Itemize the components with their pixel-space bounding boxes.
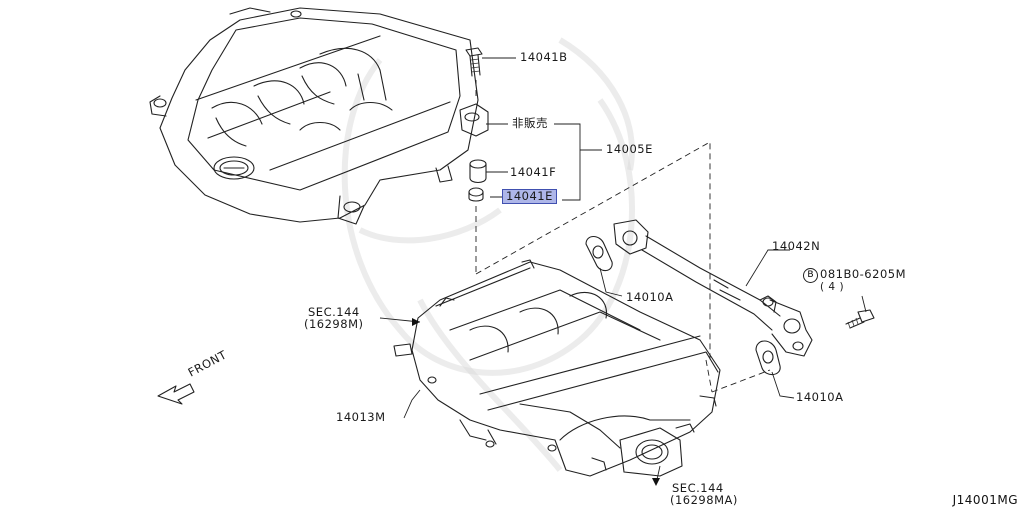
diagram-code: J14001MG — [952, 493, 1018, 507]
pipe-14042n-drawing — [613, 219, 813, 357]
label-sec144-top-ref[interactable]: (16298M) — [304, 317, 364, 331]
bolt-081b0-drawing — [845, 295, 875, 329]
watermark-logo — [341, 37, 635, 472]
gasket-left-drawing — [585, 235, 623, 297]
label-14042n: 14042N — [772, 239, 821, 253]
intake-manifold-drawing — [393, 259, 721, 477]
label-14013m: 14013M — [336, 410, 386, 424]
label-non-sale: 非販売 — [512, 116, 548, 130]
label-081b0-6205m: 081B0-6205M — [820, 267, 906, 281]
label-14010a-right: 14010A — [796, 390, 844, 404]
grommet-drawings — [468, 159, 487, 274]
label-sec144-bottom[interactable]: SEC.144 — [672, 481, 724, 495]
bolt-marker-circle: B — [803, 268, 818, 283]
label-14041f: 14041F — [510, 165, 557, 179]
arrow-sec144-top — [379, 317, 421, 326]
label-sec144-bottom-ref[interactable]: (16298MA) — [670, 493, 738, 507]
label-sec144-top[interactable]: SEC.144 — [308, 305, 360, 319]
engine-cover-drawing — [149, 7, 489, 225]
dashed-reference-lines — [475, 141, 771, 393]
label-bolt-qty: ( 4 ) — [820, 281, 845, 293]
label-14041e-highlighted[interactable]: 14041E — [502, 189, 557, 204]
bolt-14041b-drawing — [465, 47, 483, 100]
gasket-right-drawing — [755, 340, 795, 399]
arrow-sec144-bottom — [652, 465, 661, 486]
label-14041b: 14041B — [520, 50, 568, 64]
label-14010a-left: 14010A — [626, 290, 674, 304]
label-14005e: 14005E — [606, 142, 653, 156]
front-arrow-icon — [157, 383, 195, 405]
